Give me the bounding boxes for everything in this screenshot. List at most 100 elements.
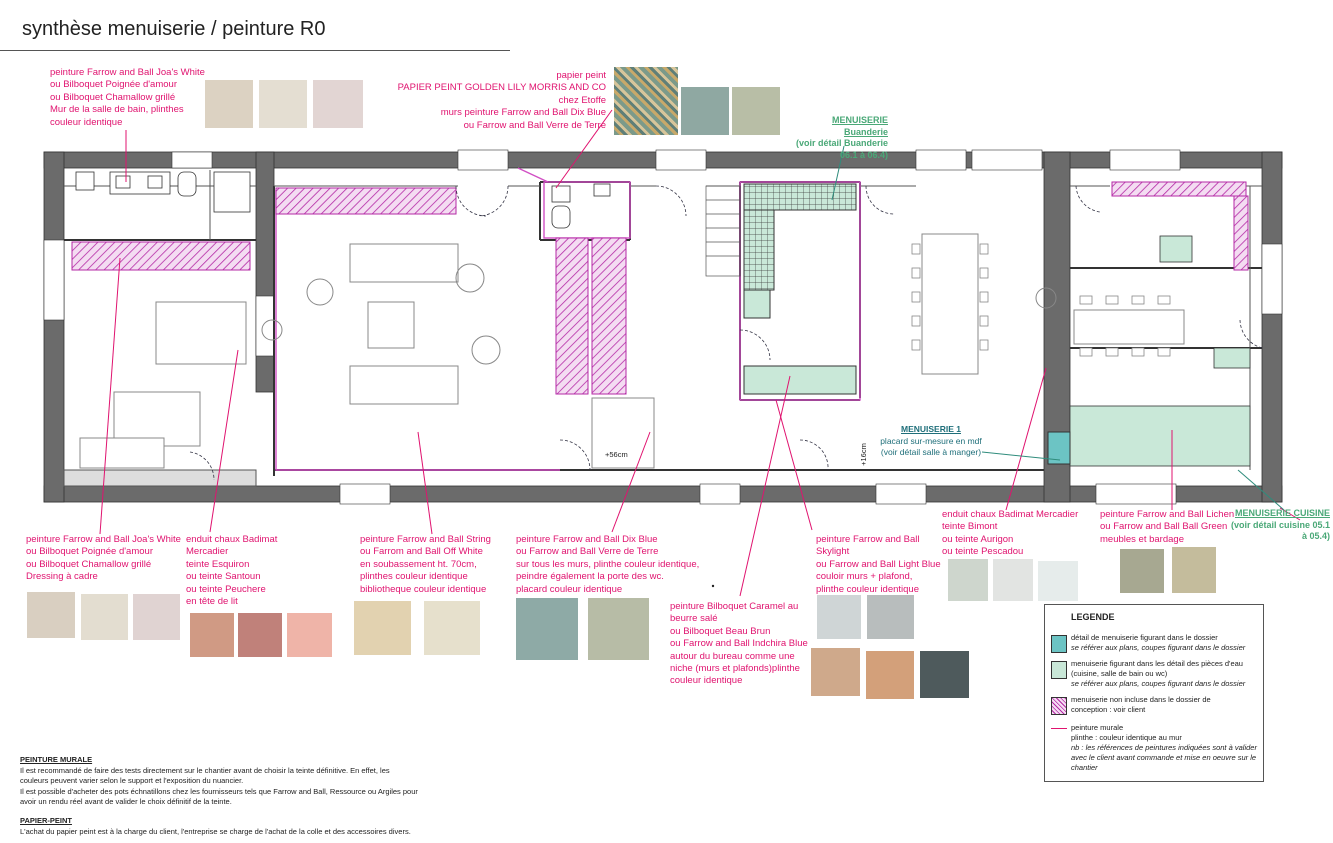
- swatch-wallpaper-2: [732, 87, 780, 135]
- note-line: enduit chaux Badimat: [186, 534, 278, 545]
- swatch-living-1: [354, 601, 411, 655]
- note-line: Skylight: [816, 546, 850, 558]
- note-bath-top: peinture Farrow and Ball Joa's White ou …: [50, 67, 230, 129]
- note-line: plinthes couleur identique: [360, 571, 468, 583]
- note-bedroom: enduit chaux Badimat Mercadier teinte Es…: [186, 534, 296, 608]
- label-title: MENUISERIE Buanderie: [831, 115, 888, 137]
- swatch-dining-2: [993, 559, 1033, 601]
- legend-text: (cuisine, salle de bain ou wc): [1071, 669, 1168, 678]
- legend-text: avec le client avant commande et mise en…: [1071, 753, 1257, 762]
- legend-text: nb : les références de peintures indiqué…: [1071, 743, 1257, 752]
- swatch-bath-3: [313, 80, 363, 128]
- swatch-corridor-4: [866, 651, 914, 699]
- legend-text: menuiserie non incluse dans le dossier d…: [1071, 695, 1211, 704]
- legend-text: plinthe : couleur identique au mur: [1071, 733, 1182, 742]
- note-line: couleur identique: [670, 675, 743, 687]
- swatch-dressing-1: [27, 592, 75, 638]
- note-line: PAPIER PEINT GOLDEN LILY MORRIS AND CO: [397, 82, 606, 94]
- dim-56: +56cm: [605, 450, 628, 459]
- swatch-dressing-3: [133, 594, 180, 640]
- note-line: niche (murs et plafonds)plinthe: [670, 663, 800, 675]
- legend-item-teal: détail de menuiserie figurant dans le do…: [1049, 633, 1259, 653]
- note-line: couloir murs + plafond,: [816, 571, 913, 583]
- note-line: Dressing à cadre: [26, 571, 98, 583]
- note-office: peinture Farrow and Ball Dix Blue ou Far…: [516, 534, 706, 596]
- hatched-kitchen-side: [1233, 195, 1249, 271]
- note-line: en soubassement ht. 70cm,: [360, 558, 477, 570]
- label-title: MENUISERIE 1: [901, 424, 961, 434]
- swatch-bath-2: [259, 80, 307, 128]
- swatch-dining-1: [948, 559, 988, 601]
- note-line: chez Etoffe: [558, 94, 606, 106]
- note-line: ou Farrow and Ball Verre de Terre: [463, 119, 606, 131]
- note-line: Mur de la salle de bain, plinthes: [50, 104, 184, 116]
- note-line: en tête de lit: [186, 596, 238, 608]
- label-line: à 05.4): [1301, 531, 1330, 541]
- note-line: ou Bilboquet Chamallow grillé: [50, 91, 176, 103]
- swatch-bedroom-3: [287, 613, 332, 657]
- note-line: Mercadier: [186, 546, 229, 558]
- label-menuiserie-buanderie: MENUISERIE Buanderie (voir détail Buande…: [786, 115, 888, 161]
- swatch-kitchen-2: [1172, 547, 1216, 593]
- page-title: synthèse menuiserie / peinture R0: [22, 18, 326, 40]
- swatch-corridor-5: [920, 651, 969, 698]
- note-line: ou Farrom and Ball Off White: [360, 546, 483, 558]
- note-line: placard couleur identique: [516, 583, 623, 595]
- note-line: ou teinte Pescadou: [942, 546, 1024, 558]
- note-niche: peinture Bilboquet Caramel au beurre sal…: [670, 601, 810, 688]
- hatched-shelves: [275, 187, 457, 215]
- swatch-office-2: [588, 598, 649, 660]
- note-line: ou Farrow and Ball Indchira Blue: [670, 638, 808, 650]
- footer-line: Il est possible d'acheter des pots échna…: [20, 786, 418, 796]
- note-line: ou teinte Peuchere: [186, 583, 266, 595]
- note-line: ou Farrow and Ball Verre de Terre: [516, 546, 659, 558]
- note-line: peinture Farrow and Ball Lichen: [1100, 509, 1235, 520]
- legend-text: peinture murale: [1071, 723, 1124, 732]
- note-line: peinture Farrow and Ball Joa's White: [50, 67, 205, 78]
- footer-papier: PAPIER-PEINT L'achat du papier peint est…: [20, 816, 460, 837]
- hatched-storage-1: [555, 237, 589, 395]
- wallpaper-pattern-image: [614, 67, 678, 135]
- swatch-bedroom-2: [238, 613, 282, 657]
- note-line: meubles et bardage: [1100, 533, 1184, 545]
- label-menuiserie-cuisine: MENUISERIE CUISINE (voir détail cuisine …: [1222, 508, 1330, 543]
- footer-title: PAPIER-PEINT: [20, 816, 72, 825]
- note-line: peinture Farrow and Ball String: [360, 534, 491, 545]
- note-line: enduit chaux Badimat Mercadier: [942, 509, 1079, 520]
- swatch-corridor-3: [811, 648, 860, 696]
- note-line: murs peinture Farrow and Ball Dix Blue: [440, 107, 606, 119]
- note-line: beurre salé: [670, 613, 718, 625]
- legend-title: LEGENDE: [1071, 612, 1115, 622]
- swatch-office-1: [516, 598, 578, 660]
- note-line: peindre également la porte des wc.: [516, 571, 664, 583]
- note-kitchen: peinture Farrow and Ball Lichen ou Farro…: [1100, 509, 1240, 546]
- label-title: MENUISERIE CUISINE: [1234, 508, 1330, 518]
- swatch-kitchen-1: [1120, 549, 1164, 593]
- legend-swatch-hatch: [1051, 697, 1067, 715]
- legend-text: conception : voir client: [1071, 705, 1146, 714]
- note-dining: enduit chaux Badimat Mercadier teinte Bi…: [942, 509, 1092, 559]
- note-line: ou teinte Aurigon: [942, 533, 1014, 545]
- swatch-wallpaper-1: [681, 87, 729, 135]
- legend-swatch-teal: [1051, 635, 1067, 653]
- label-line: placard sur-mesure en mdf: [880, 435, 982, 446]
- note-line: peinture Farrow and Ball Joa's White: [26, 534, 181, 545]
- note-line: papier peint: [556, 70, 606, 81]
- swatch-living-2: [424, 601, 480, 655]
- note-line: plinthe couleur identique: [816, 583, 919, 595]
- swatch-corridor-1: [817, 595, 861, 639]
- note-line: couleur identique: [50, 116, 123, 128]
- legend-item-line: peinture murale plinthe : couleur identi…: [1049, 723, 1261, 773]
- note-line: ou Bilboquet Chamallow grillé: [26, 558, 152, 570]
- note-line: peinture Farrow and Ball Dix Blue: [516, 534, 658, 545]
- swatch-bedroom-1: [190, 613, 234, 657]
- note-line: ou Bilboquet Poignée d'amour: [50, 79, 177, 91]
- hatched-wardrobe: [71, 241, 251, 271]
- footer-line: avoir un rendu réel avant de valider le …: [20, 797, 232, 806]
- note-wallpaper: papier peint PAPIER PEINT GOLDEN LILY MO…: [396, 70, 606, 132]
- legend-text: se référer aux plans, coupes figurant da…: [1071, 679, 1246, 688]
- note-line: peinture Farrow and Ball: [816, 534, 920, 545]
- legend-swatch-mint: [1051, 661, 1067, 679]
- label-line: 06.1 à 06.4): [839, 149, 888, 160]
